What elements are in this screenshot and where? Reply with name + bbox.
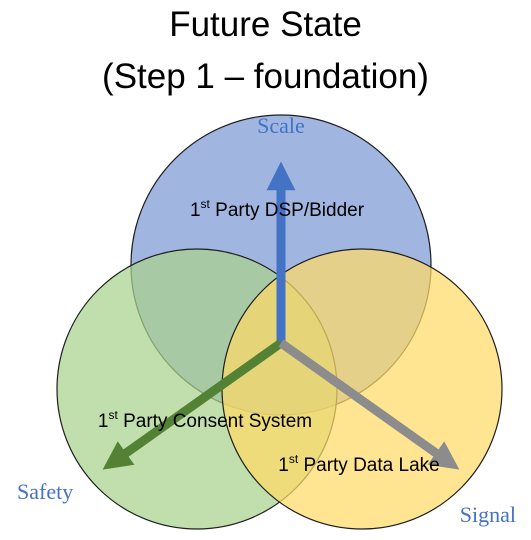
- label-consent-system-rest: Party Consent System: [118, 411, 312, 432]
- label-data-lake: 1st Party Data Lake: [278, 452, 439, 476]
- label-dsp-bidder-prefix: 1: [190, 200, 201, 221]
- label-consent-system-sup: st: [108, 408, 118, 422]
- title-line-1: Future State: [169, 5, 362, 44]
- label-dsp-bidder-rest: Party DSP/Bidder: [210, 200, 365, 221]
- label-consent-system: 1st Party Consent System: [98, 408, 312, 432]
- label-data-lake-rest: Party Data Lake: [298, 455, 440, 476]
- axis-label-scale: Scale: [257, 113, 305, 138]
- arrow-signal: [278, 339, 460, 470]
- circle-data-lake: [221, 248, 503, 530]
- label-dsp-bidder-sup: st: [201, 197, 211, 211]
- axis-label-safety: Safety: [17, 479, 73, 504]
- label-data-lake-prefix: 1: [278, 455, 289, 476]
- label-dsp-bidder: 1st Party DSP/Bidder: [190, 197, 365, 221]
- label-consent-system-prefix: 1: [98, 411, 109, 432]
- axis-label-signal: Signal: [460, 502, 516, 527]
- arrow-safety: [102, 339, 284, 470]
- title-line-2: (Step 1 – foundation): [102, 57, 429, 96]
- label-data-lake-sup: st: [289, 452, 299, 466]
